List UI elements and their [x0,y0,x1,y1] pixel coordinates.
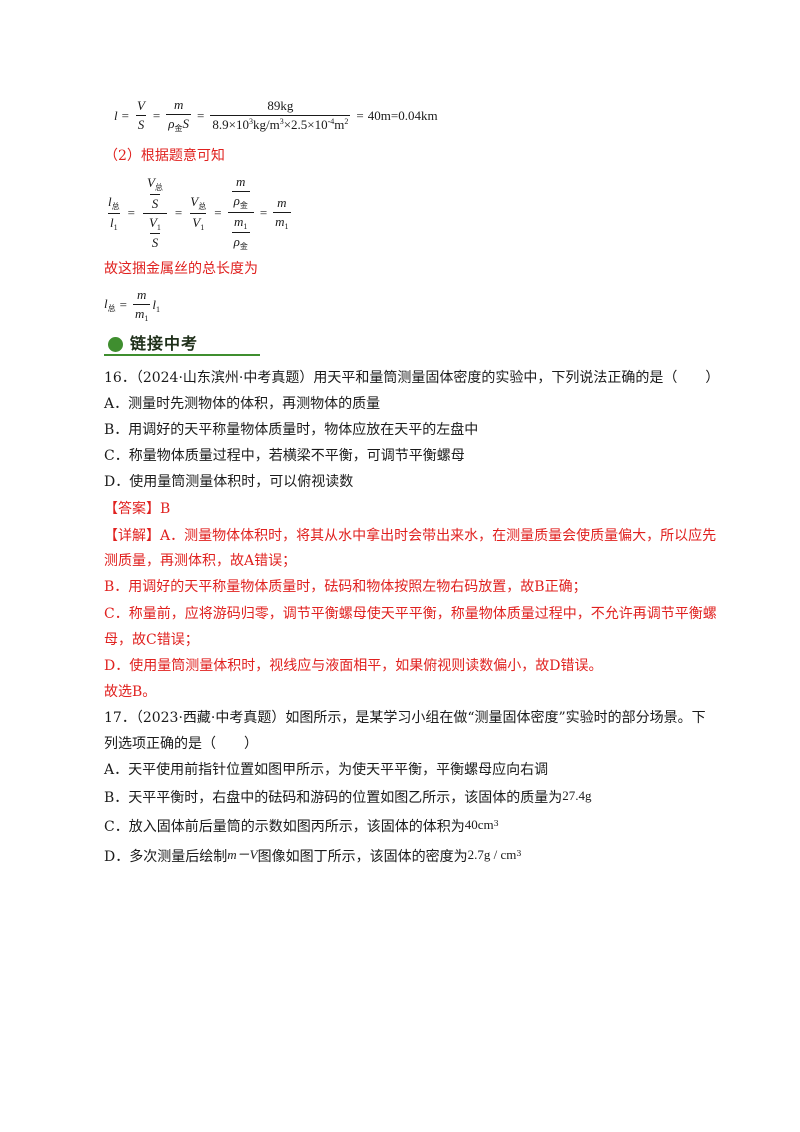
q16-detail-d: D．使用量筒测量体积时，视线应与液面相平，如果俯视则读数偏小，故D错误。 [104,658,603,674]
q17-stem-line1: 17．（2023·西藏·中考真题）如图所示，是某学习小组在做“测量固体密度”实验… [104,710,706,726]
eq2-m-ratio: m m1 [273,195,291,231]
q16-answer: 【答案】B [104,501,171,517]
section-underline [104,354,260,356]
q17-stem-line2: 列选项正确的是（ ） [104,736,258,752]
q16-stem: 16．（2024·山东滨州·中考真题）用天平和量筒测量固体密度的实验中，下列说法… [104,370,720,386]
q16-option-a: A．测量时先测物体的体积，再测物体的质量 [104,396,381,412]
eq2-l-ratio: l总 l1 [108,194,120,232]
section-header: 链接中考 [104,333,260,356]
section-title: 链接中考 [130,334,199,353]
conclusion-text: 故这捆金属丝的总长度为 [104,261,258,277]
eq1-numeric-fraction: 89kg 8.9×103kg/m3×2.5×10-4m2 [210,98,351,132]
q16-detail-a-line2: 测质量，再测体积，故A错误； [104,553,297,569]
q17-option-d: D．多次测量后绘制m－V图像如图丁所示，该固体的密度为2.7g / cm3 [104,847,522,865]
eq1-lhs: l [114,107,118,123]
eq1-fraction-v-over-s: V S [135,98,147,132]
eq2-v-ratio: V总 V1 [190,194,207,232]
q16-detail-c-line1: C．称量前，应将游码归零，调节平衡螺母使天平平衡，称量物体质量过程中，不允许再调… [104,606,717,622]
q17-option-b: B．天平平衡时，右盘中的砝码和游码的位置如图乙所示，该固体的质量为27.4g [104,788,592,806]
q16-option-d: D．使用量筒测量体积时，可以俯视读数 [104,474,354,490]
section-dot-icon [108,337,123,352]
q17-option-c: C．放入固体前后量筒的示数如图丙所示，该固体的体积为40cm3 [104,817,499,835]
q16-final-answer: 故选B。 [104,684,157,700]
length-equation: l = V S = m ρ金S = 89kg 8.9×103kg/m3×2.5×… [114,97,438,133]
eq1-result: 40m=0.04km [367,107,438,123]
total-length-equation: l总 = m m1 l1 [104,287,160,323]
q16-option-c: C．称量物体质量过程中，若横梁不平衡，可调节平衡螺母 [104,448,465,464]
q16-detail-c-line2: 母，故C错误； [104,632,199,648]
q16-detail-a-line1: 【详解】A．测量物体体积时，将其从水中拿出时会带出来水，在测量质量会使质量偏大，… [104,528,717,544]
q16-detail-b: B．用调好的天平称量物体质量时，砝码和物体按照左物右码放置，故B正确； [104,579,587,595]
eq1-fraction-m-over-rho-s: m ρ金S [166,97,192,133]
q16-option-b: B．用调好的天平称量物体质量时，物体应放在天平的左盘中 [104,422,479,438]
part2-label: （2）根据题意可知 [104,148,225,164]
q17-option-a: A．天平使用前指针位置如图甲所示，为使天平平衡，平衡螺母应向右调 [104,762,549,778]
